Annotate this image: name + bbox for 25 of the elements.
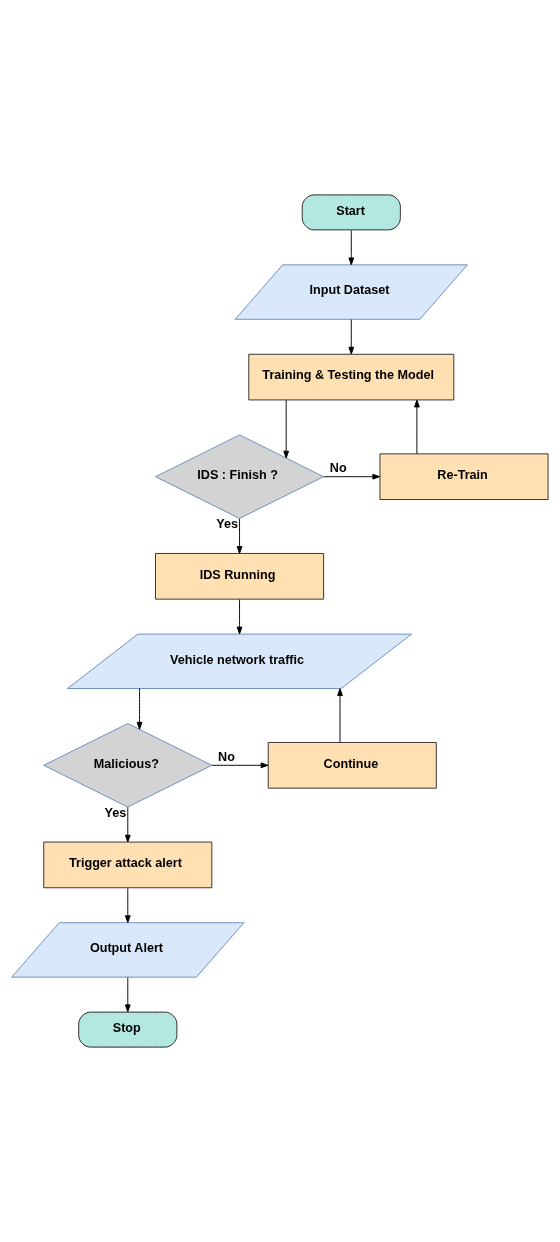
arrow xyxy=(236,518,243,554)
arrow xyxy=(337,688,343,743)
node-box: Continue xyxy=(267,742,437,789)
arrow xyxy=(136,688,143,730)
arrow xyxy=(211,762,269,769)
node-box: Stop xyxy=(78,1011,178,1048)
arrow xyxy=(414,399,420,455)
node-box: IDS Running xyxy=(155,552,325,600)
arrow xyxy=(348,318,355,355)
edge-label: Yes xyxy=(216,517,238,532)
arrow xyxy=(348,229,355,266)
arrow xyxy=(283,399,290,459)
arrow xyxy=(124,976,131,1013)
arrow xyxy=(124,887,131,923)
arrow xyxy=(323,473,381,480)
edge-label: Yes xyxy=(104,805,127,820)
arrow xyxy=(124,806,131,843)
arrow xyxy=(236,599,243,635)
edge-label: No xyxy=(218,749,235,764)
node-box: Re-Train xyxy=(379,453,549,500)
node-box: Training & Testing the Model xyxy=(248,353,455,401)
edge-label: No xyxy=(329,461,347,476)
node-box: Trigger attack alert xyxy=(43,841,213,889)
node-diamond: IDS : Finish ? xyxy=(155,434,325,519)
node-box: Start xyxy=(301,194,401,231)
